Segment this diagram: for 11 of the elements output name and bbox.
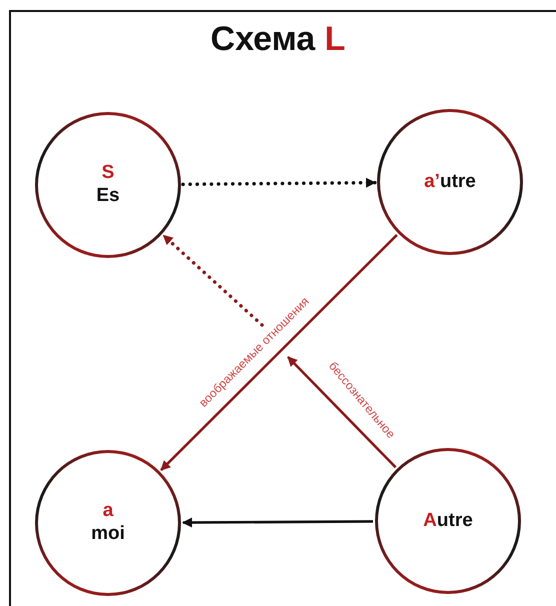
dotted-arrow [181, 178, 377, 188]
node-label: a’utre [424, 170, 476, 194]
node-label: moi [91, 523, 125, 546]
node-label: S [102, 162, 114, 185]
diagram-title: Схема L [210, 20, 346, 59]
arrow [287, 356, 397, 468]
node-label: a [102, 500, 114, 523]
node-label: Es [96, 185, 120, 208]
arrow [160, 234, 398, 471]
dotted-arrow [162, 234, 264, 327]
node-label: Autre [423, 510, 473, 532]
